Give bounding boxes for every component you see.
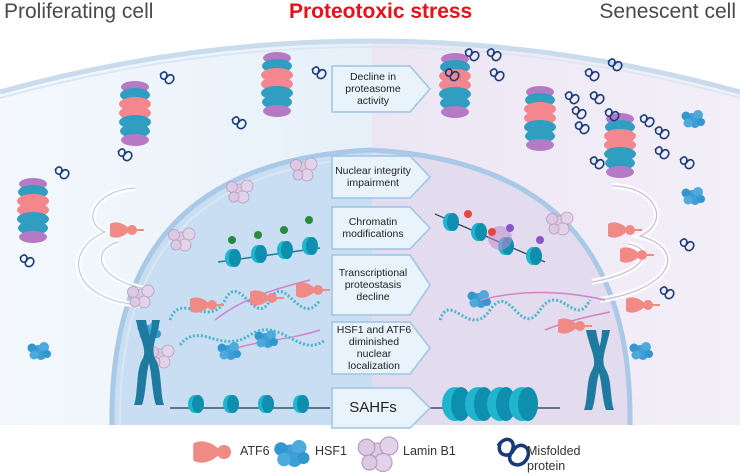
step-label: Decline in proteasome activity (345, 71, 401, 107)
step-label: Nuclear integrity impairment (335, 165, 411, 189)
step-label: Transcriptional proteostasis decline (338, 267, 408, 303)
proteotoxic-stress-title: Proteotoxic stress (289, 0, 473, 23)
arrow-shape-3 (331, 206, 432, 250)
atf6-icon (193, 441, 231, 463)
misfolded-protein-icon (496, 437, 531, 467)
legend-label-lamin-b1: Lamin B1 (403, 444, 456, 458)
arrow-shape-6 (331, 387, 432, 429)
arrow-shape-2 (331, 155, 432, 199)
arrow-shape-4 (331, 254, 431, 316)
step-label: HSF1 and ATF6 diminished nuclear localiz… (336, 324, 412, 372)
senescent-cell-title: Senescent cell (599, 0, 736, 23)
arrow-shape-5 (331, 321, 431, 375)
step-label: Chromatin modifications (342, 216, 404, 240)
legend-label-hsf1: HSF1 (315, 444, 347, 458)
hsf1-icon (274, 440, 310, 467)
lamin-b1-icon (357, 436, 399, 473)
legend-label-misfolded-protein: Misfolded protein (527, 444, 581, 473)
step-label: SAHFs (349, 399, 397, 416)
legend-label-atf6: ATF6 (240, 444, 270, 458)
arrow-shape-1 (331, 65, 431, 113)
proliferating-cell-title: Proliferating cell (4, 0, 154, 23)
